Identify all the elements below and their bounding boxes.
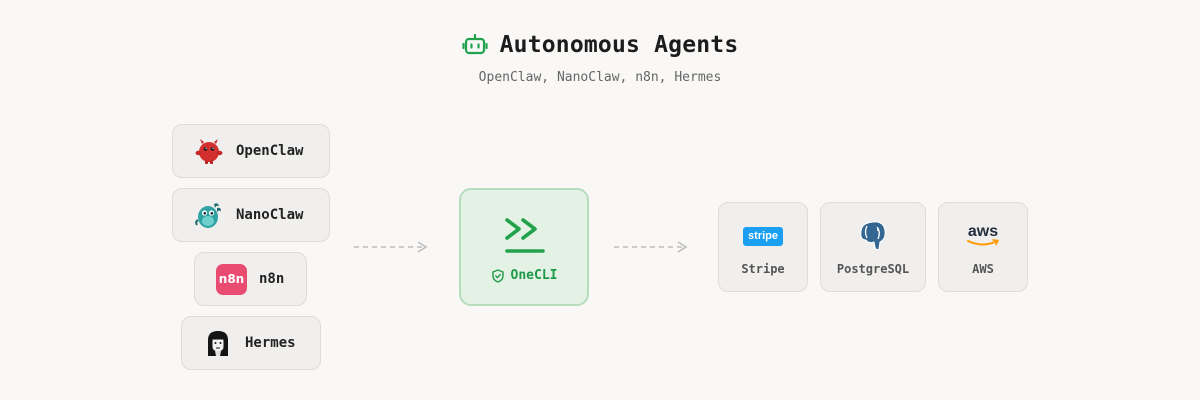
- onecli-label-row: OneCLI: [461, 268, 587, 283]
- n8n-logo-text: n8n: [218, 272, 245, 286]
- terminal-prompt-icon: [504, 216, 546, 260]
- service-label: AWS: [972, 262, 994, 276]
- n8n-logo-icon: n8n: [216, 263, 247, 295]
- postgresql-elephant-icon: [858, 220, 888, 252]
- agent-label: NanoClaw: [236, 207, 304, 223]
- aws-logo-icon: aws: [966, 223, 1000, 247]
- service-card-stripe[interactable]: stripe Stripe: [718, 202, 808, 292]
- service-card-postgresql[interactable]: PostgreSQL: [820, 202, 926, 292]
- header: Autonomous Agents: [0, 32, 1200, 58]
- aws-logo-wrap: aws: [939, 221, 1027, 251]
- stripe-logo-wrap: stripe: [719, 221, 807, 251]
- onecli-label: OneCLI: [510, 268, 558, 283]
- agent-label: OpenClaw: [236, 143, 304, 159]
- postgresql-logo-wrap: [821, 221, 925, 251]
- onecli-gateway[interactable]: OneCLI: [459, 188, 589, 306]
- page-subtitle: OpenClaw, NanoClaw, n8n, Hermes: [478, 70, 722, 85]
- gateway-to-services-arrow: [614, 241, 688, 253]
- service-label: Stripe: [741, 262, 785, 276]
- agent-label: n8n: [259, 271, 285, 287]
- agent-card-n8n[interactable]: n8n n8n: [194, 252, 307, 306]
- service-card-aws[interactable]: aws AWS: [938, 202, 1028, 292]
- agent-card-nanoclaw[interactable]: NanoClaw: [172, 188, 330, 242]
- stripe-logo-icon: stripe: [743, 226, 783, 246]
- robot-icon: [461, 32, 488, 58]
- openclaw-mascot-icon: [194, 136, 224, 166]
- page-title: Autonomous Agents: [499, 32, 739, 58]
- agent-card-openclaw[interactable]: OpenClaw: [172, 124, 330, 178]
- agent-label: Hermes: [245, 335, 296, 351]
- shield-check-icon: [491, 268, 505, 283]
- agents-to-gateway-arrow: [354, 241, 428, 253]
- stripe-logo-text: stripe: [748, 229, 778, 242]
- service-label: PostgreSQL: [836, 262, 910, 276]
- agent-card-hermes[interactable]: Hermes: [181, 316, 321, 370]
- nanoclaw-mascot-icon: [194, 200, 224, 230]
- hermes-portrait-icon: [203, 328, 233, 358]
- aws-logo-text: aws: [967, 223, 999, 240]
